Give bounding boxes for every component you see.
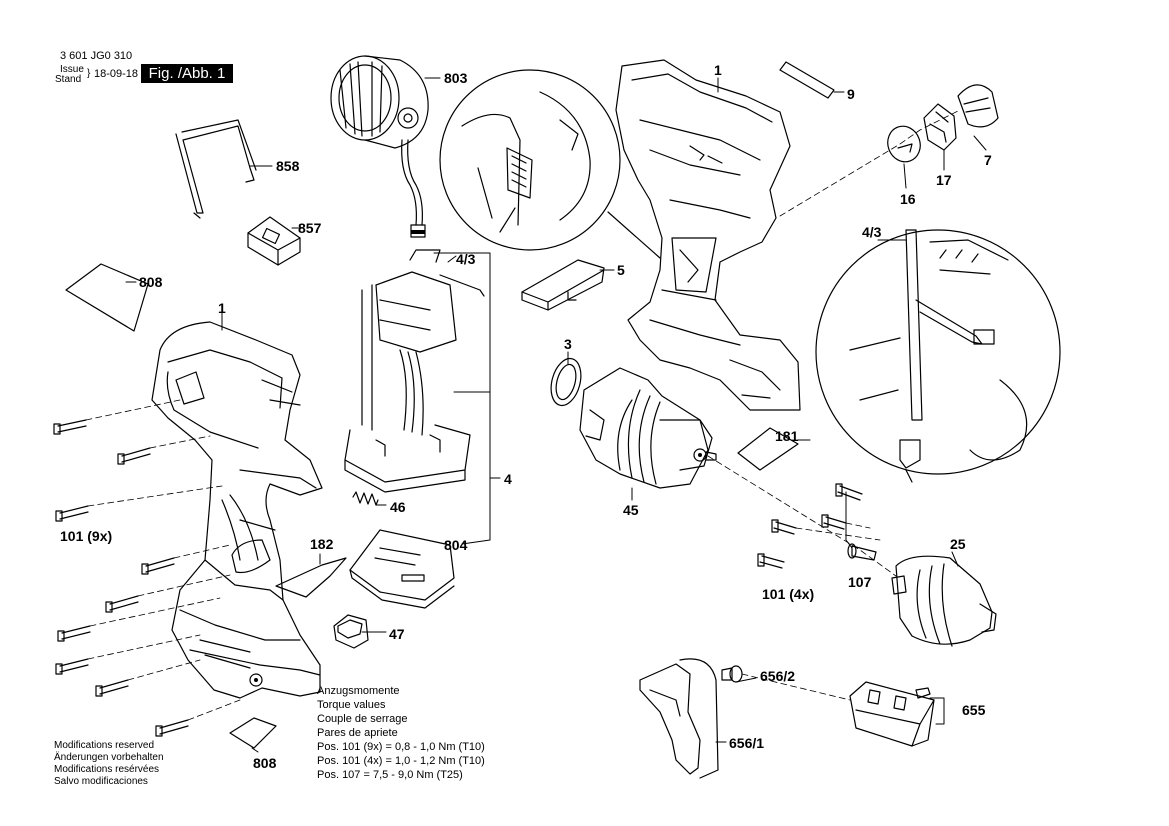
detail-circle-right-drawing <box>815 229 1061 483</box>
label-181-drawing <box>737 427 799 471</box>
callout-101-4x: 101 (4x) <box>762 586 815 602</box>
belt-clip-656-1-drawing <box>639 658 719 779</box>
detail-circle-top-drawing <box>439 69 661 259</box>
torque-line-3: Pos. 107 = 7,5 - 9,0 Nm (T25) <box>317 769 463 781</box>
screws-101-right-drawing <box>757 483 863 569</box>
doc-number: 3 601 JG0 310 <box>60 50 133 62</box>
switch-unit-4-drawing <box>344 249 485 493</box>
callout-656-1: 656/1 <box>729 735 765 751</box>
torque-heading-fr: Couple de serrage <box>317 713 408 725</box>
callout-17: 17 <box>936 172 952 188</box>
callout-858: 858 <box>276 158 300 174</box>
drawing-fills <box>254 230 702 682</box>
callout-804: 804 <box>444 537 468 553</box>
callout-107: 107 <box>848 574 872 590</box>
spring-46-drawing <box>352 491 379 506</box>
torque-heading-de: Anzugsmomente <box>317 685 400 697</box>
callout-4-3-mid: 4/3 <box>456 251 476 267</box>
callout-656-2: 656/2 <box>760 668 796 684</box>
callout-181: 181 <box>775 428 799 444</box>
modifications-es: Salvo modificaciones <box>54 776 148 787</box>
torque-heading-es: Pares de apriete <box>317 727 398 739</box>
label-808-top-drawing <box>65 263 149 332</box>
callout-4-3-right: 4/3 <box>862 224 882 240</box>
leader-lines <box>125 77 987 753</box>
issue-label: Issue <box>60 64 84 75</box>
part-17-drawing <box>923 103 957 151</box>
callout-857: 857 <box>298 220 322 236</box>
pcb-804-drawing <box>349 529 455 609</box>
spring-clip-858-drawing <box>175 119 257 219</box>
ring-3-drawing <box>550 357 582 407</box>
modifications-en: Modifications reserved <box>54 740 155 751</box>
modifications-fr: Modifications resérvées <box>54 764 160 775</box>
callout-4: 4 <box>504 471 512 487</box>
label-182-drawing <box>275 557 347 598</box>
stand-label: Stand <box>55 74 82 85</box>
figure-label: Fig. /Abb. 1 <box>141 64 233 83</box>
housing-left-1-drawing <box>151 321 323 699</box>
part-16-drawing <box>887 125 921 163</box>
callout-46: 46 <box>390 499 406 515</box>
screws-101-left-drawing <box>53 419 189 737</box>
part-9-drawing <box>779 61 835 99</box>
callout-16: 16 <box>900 191 916 207</box>
callout-182: 182 <box>310 536 334 552</box>
callout-808-bottom: 808 <box>253 755 277 771</box>
callout-808-top: 808 <box>139 274 163 290</box>
callout-47: 47 <box>389 626 405 642</box>
callout-45: 45 <box>623 502 639 518</box>
modifications-de: Änderungen vorbehalten <box>54 752 164 763</box>
assembly-lines <box>85 109 961 721</box>
gearbox-45-drawing <box>579 367 717 489</box>
part-5-drawing <box>521 259 605 311</box>
bit-holder-655-drawing <box>849 681 935 747</box>
part-857-drawing <box>247 216 301 266</box>
brace-glyph: } <box>87 68 91 79</box>
housing-right-1-drawing <box>615 59 801 411</box>
callout-7: 7 <box>984 152 992 168</box>
screw-107-drawing <box>847 543 877 561</box>
motor-803-drawing <box>330 55 429 238</box>
screw-656-2-drawing <box>721 665 743 683</box>
callout-1-left: 1 <box>218 300 226 316</box>
callout-1-right: 1 <box>714 62 722 78</box>
torque-heading-en: Torque values <box>317 699 386 711</box>
callout-5: 5 <box>617 262 625 278</box>
callout-25: 25 <box>950 536 966 552</box>
torque-line-2: Pos. 101 (4x) = 1,0 - 1,2 Nm (T10) <box>317 755 485 767</box>
callout-803: 803 <box>444 70 468 86</box>
cap-47-drawing <box>333 614 369 649</box>
callout-3: 3 <box>564 336 572 352</box>
callout-9: 9 <box>847 86 855 102</box>
part-7-drawing <box>957 84 999 128</box>
torque-line-1: Pos. 101 (9x) = 0,8 - 1,0 Nm (T10) <box>317 741 485 753</box>
label-808-bottom-drawing <box>229 717 277 749</box>
issue-date: 18-09-18 <box>94 68 139 80</box>
callout-101-9x: 101 (9x) <box>60 528 113 544</box>
callout-655: 655 <box>962 702 986 718</box>
chuck-25-drawing <box>891 555 997 647</box>
